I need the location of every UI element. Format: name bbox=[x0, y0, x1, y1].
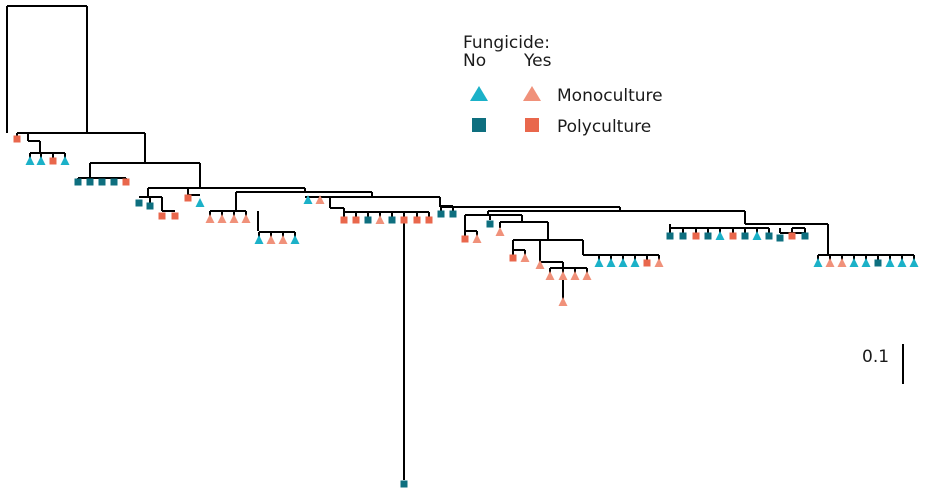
tip-square-icon bbox=[765, 232, 773, 240]
tip-square-icon bbox=[874, 259, 882, 267]
legend-col-no: No bbox=[463, 51, 486, 71]
tip-triangle-icon bbox=[813, 257, 823, 268]
tip-triangle-icon bbox=[582, 270, 592, 281]
tip-triangle-icon bbox=[897, 257, 907, 268]
tip-triangle-icon bbox=[229, 213, 239, 224]
tip-square-icon bbox=[184, 194, 192, 202]
legend-yes-monoculture-triangle-icon bbox=[523, 86, 541, 101]
tip-triangle-icon bbox=[849, 257, 859, 268]
tip-triangle-icon bbox=[558, 296, 568, 307]
tip-square-icon bbox=[437, 210, 445, 218]
tree-tips bbox=[13, 135, 919, 488]
tip-triangle-icon bbox=[520, 252, 530, 263]
tip-triangle-icon bbox=[570, 270, 580, 281]
tip-square-icon bbox=[400, 216, 408, 224]
tip-triangle-icon bbox=[278, 234, 288, 245]
tip-triangle-icon bbox=[535, 259, 545, 270]
tip-square-icon bbox=[643, 259, 651, 267]
tip-square-icon bbox=[741, 232, 749, 240]
tip-triangle-icon bbox=[36, 155, 46, 166]
tip-triangle-icon bbox=[752, 230, 762, 241]
tip-triangle-icon bbox=[545, 270, 555, 281]
tip-square-icon bbox=[49, 157, 57, 165]
tip-triangle-icon bbox=[885, 257, 895, 268]
tip-square-icon bbox=[461, 235, 469, 243]
tip-square-icon bbox=[340, 216, 348, 224]
tip-triangle-icon bbox=[217, 213, 227, 224]
legend-row-polyculture: Polyculture bbox=[557, 117, 651, 137]
tip-square-icon bbox=[110, 178, 118, 186]
tip-square-icon bbox=[509, 254, 517, 262]
tip-triangle-icon bbox=[606, 257, 616, 268]
tip-square-icon bbox=[729, 232, 737, 240]
legend-row-monoculture: Monoculture bbox=[557, 86, 663, 106]
tip-square-icon bbox=[135, 199, 143, 207]
tip-triangle-icon bbox=[25, 155, 35, 166]
scale-bar-label: 0.1 bbox=[862, 347, 889, 367]
tip-square-icon bbox=[86, 178, 94, 186]
legend: Fungicide: No Yes Monoculture Polycultur… bbox=[463, 33, 663, 137]
tip-square-icon bbox=[388, 216, 396, 224]
tip-triangle-icon bbox=[315, 194, 325, 205]
tip-triangle-icon bbox=[195, 197, 205, 208]
tip-square-icon bbox=[364, 216, 372, 224]
tip-triangle-icon bbox=[837, 257, 847, 268]
tip-square-icon bbox=[74, 178, 82, 186]
tip-square-icon bbox=[146, 202, 154, 210]
legend-no-monoculture-triangle-icon bbox=[470, 86, 488, 101]
tip-triangle-icon bbox=[618, 257, 628, 268]
tip-triangle-icon bbox=[909, 257, 919, 268]
tip-square-icon bbox=[486, 220, 494, 228]
tip-triangle-icon bbox=[472, 233, 482, 244]
legend-col-yes: Yes bbox=[523, 51, 552, 71]
tree-branches bbox=[6, 5, 915, 480]
tip-square-icon bbox=[776, 234, 784, 242]
tip-triangle-icon bbox=[654, 257, 664, 268]
tip-square-icon bbox=[425, 216, 433, 224]
tip-square-icon bbox=[679, 232, 687, 240]
tip-square-icon bbox=[400, 480, 408, 488]
legend-title: Fungicide: bbox=[463, 33, 550, 53]
tip-square-icon bbox=[122, 178, 130, 186]
tip-triangle-icon bbox=[715, 230, 725, 241]
tip-square-icon bbox=[13, 135, 21, 143]
tip-square-icon bbox=[666, 232, 674, 240]
legend-no-polyculture-square-icon bbox=[472, 118, 486, 132]
tip-square-icon bbox=[449, 210, 457, 218]
tip-triangle-icon bbox=[266, 234, 276, 245]
tip-square-icon bbox=[352, 216, 360, 224]
tip-triangle-icon bbox=[60, 155, 70, 166]
scale-bar: 0.1 bbox=[862, 344, 904, 384]
legend-yes-polyculture-square-icon bbox=[525, 118, 539, 132]
tip-square-icon bbox=[171, 212, 179, 220]
tip-triangle-icon bbox=[495, 226, 505, 237]
tip-triangle-icon bbox=[254, 234, 264, 245]
tip-square-icon bbox=[692, 232, 700, 240]
tip-triangle-icon bbox=[558, 270, 568, 281]
tip-square-icon bbox=[158, 212, 166, 220]
tip-square-icon bbox=[788, 232, 796, 240]
tip-square-icon bbox=[704, 232, 712, 240]
tip-triangle-icon bbox=[241, 213, 251, 224]
tip-triangle-icon bbox=[861, 257, 871, 268]
tip-triangle-icon bbox=[825, 257, 835, 268]
tip-square-icon bbox=[801, 232, 809, 240]
tip-triangle-icon bbox=[303, 194, 313, 205]
tip-triangle-icon bbox=[375, 214, 385, 225]
tip-square-icon bbox=[98, 178, 106, 186]
tip-triangle-icon bbox=[290, 234, 300, 245]
tip-triangle-icon bbox=[630, 257, 640, 268]
tip-triangle-icon bbox=[205, 213, 215, 224]
tip-triangle-icon bbox=[594, 257, 604, 268]
tip-square-icon bbox=[413, 216, 421, 224]
